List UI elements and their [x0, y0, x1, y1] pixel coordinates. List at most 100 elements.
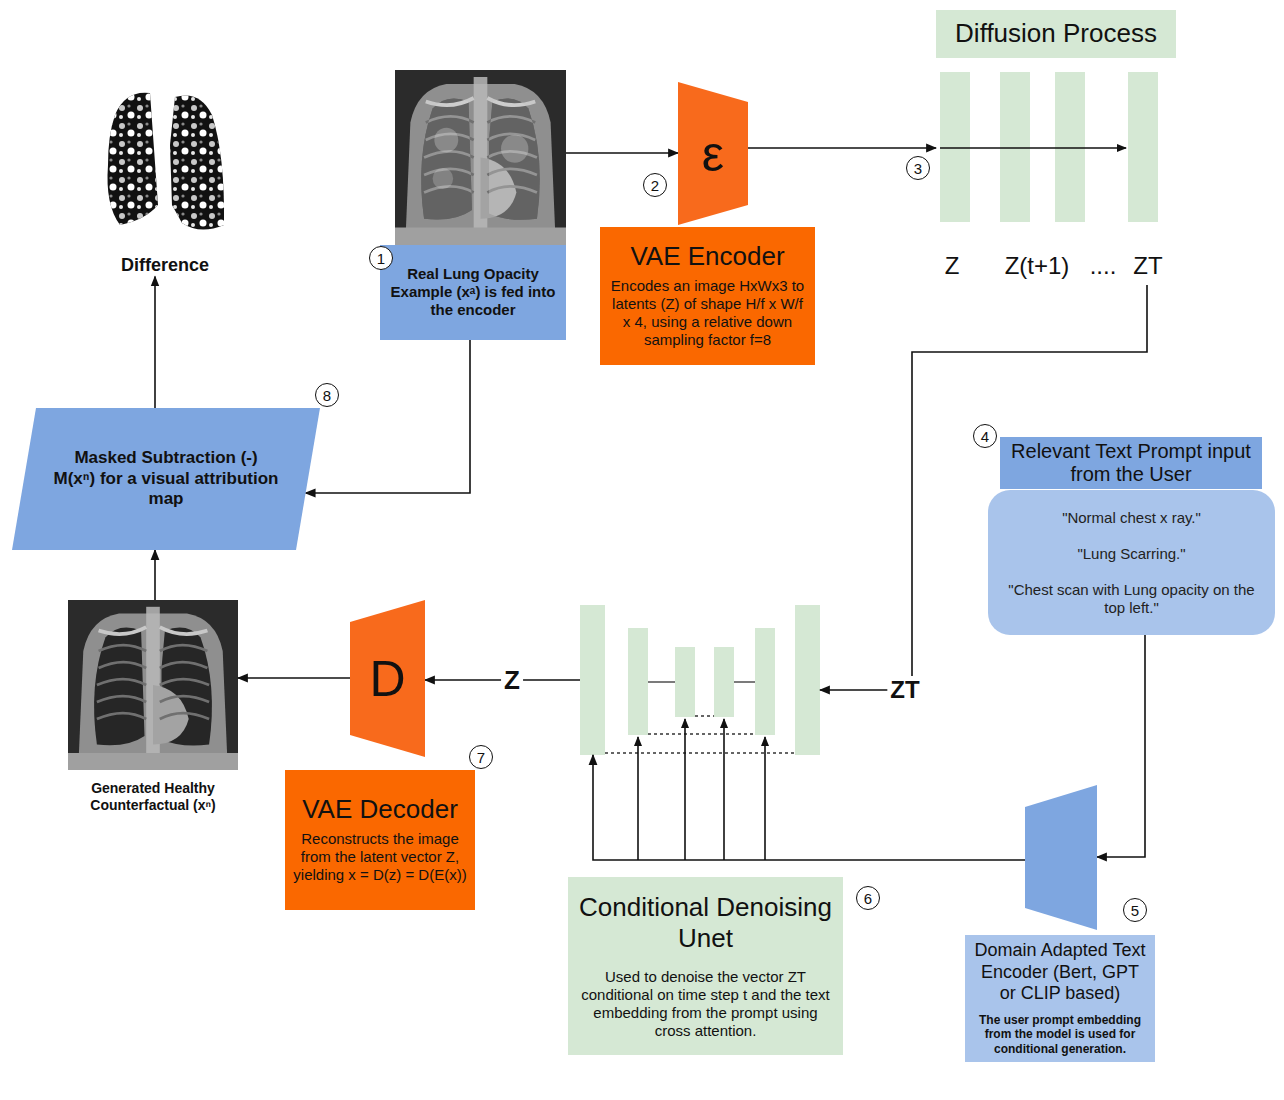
box-heading: VAE Decoder: [293, 794, 467, 825]
prompt-heading-box: Relevant Text Prompt input from the User: [1000, 437, 1262, 489]
trapezoid-outline: [350, 600, 425, 757]
box-heading: VAE Encoder: [608, 241, 807, 272]
connector-arrow: [566, 152, 678, 154]
edge-label: Z: [501, 665, 523, 696]
box-text: Real Lung Opacity Example (xᵃ) is fed in…: [388, 265, 558, 319]
text-panel: Domain Adapted Text Encoder (Bert, GPT o…: [965, 935, 1155, 1062]
callout-number: 6: [856, 886, 880, 910]
latent-label: ....: [1090, 252, 1117, 280]
connector-arrow: [238, 677, 350, 679]
cross-attention-arrows: [638, 719, 765, 860]
prompt-bubble: "Normal chest x ray.""Lung Scarring.""Ch…: [988, 490, 1275, 635]
connector-arrow: [306, 340, 470, 493]
text-encoder-group: Domain Adapted Text Encoder (Bert, GPT o…: [965, 785, 1155, 1062]
trapezoid-outline: [678, 82, 748, 225]
opacity-xray: [395, 70, 566, 245]
unet-blocks: [648, 733, 755, 734]
image-caption: Generated Healthy Counterfactual (xⁿ): [70, 780, 236, 814]
connector-arrow: [1097, 635, 1145, 857]
symbol-text: D: [369, 649, 405, 709]
text-panel: Conditional Denoising UnetUsed to denois…: [568, 877, 843, 1055]
cross-attention-arrows: [684, 719, 686, 860]
healthy-xray: [68, 600, 238, 770]
difference-image: Difference: [95, 85, 235, 277]
box-text: Masked Subtraction (-) M(xⁿ) for a visua…: [52, 448, 280, 509]
symbol-text: ε: [702, 124, 724, 184]
difference-map: [108, 93, 159, 225]
unet-blocks: [755, 628, 775, 735]
opacity-haze: [489, 98, 540, 219]
figure-area: [395, 70, 566, 245]
shape-outline: [1025, 785, 1097, 930]
output-image: Generated Healthy Counterfactual (xⁿ): [60, 600, 246, 814]
box-heading: Domain Adapted Text Encoder (Bert, GPT o…: [973, 940, 1147, 1005]
unet-blocks: [605, 752, 795, 753]
latent-label: Z: [945, 252, 960, 280]
decoder-trapezoid: D: [350, 600, 425, 757]
difference-map: [108, 93, 225, 230]
figure-area: [1025, 785, 1097, 930]
figure-area: [100, 85, 230, 245]
diffusion-bars: [1128, 72, 1158, 222]
box-body: Used to denoise the vector ZT conditiona…: [578, 968, 833, 1040]
opacity-haze: [421, 98, 472, 219]
box-heading: Diffusion Process: [942, 18, 1170, 49]
opacity-haze: [421, 98, 540, 219]
callout-number: 2: [643, 173, 667, 197]
callout-number: 7: [469, 745, 493, 769]
box-body: Reconstructs the image from the latent v…: [293, 830, 467, 884]
diffusion-bars: [1055, 72, 1085, 222]
opacity-haze: [433, 168, 454, 189]
diffusion-group: Diffusion Process: [936, 10, 1176, 285]
callout-number: 3: [906, 156, 930, 180]
image-caption: Difference: [95, 255, 235, 277]
encoder-note-box: VAE EncoderEncodes an image HxWx3 to lat…: [600, 227, 815, 365]
unet-group: Conditional Denoising UnetUsed to denois…: [568, 605, 843, 1055]
unet-blocks: [734, 681, 755, 682]
box-body: The user prompt embedding from the model…: [973, 1013, 1147, 1056]
unet-blocks: [695, 715, 714, 716]
callout-number: 5: [1123, 898, 1147, 922]
diffusion-bars: [1000, 72, 1030, 222]
difference-map: [108, 93, 159, 225]
figure-area: [68, 600, 238, 770]
box-body: Encodes an image HxWx3 to latents (Z) of…: [608, 277, 807, 349]
prompt-text: "Lung Scarring.": [1000, 545, 1263, 563]
difference-map: [170, 95, 224, 229]
box-heading: Conditional Denoising Unet: [578, 892, 833, 954]
callout-number: 4: [973, 424, 997, 448]
subtraction-parallelogram: Masked Subtraction (-) M(xⁿ) for a visua…: [12, 408, 320, 550]
cross-attention-arrows: [637, 737, 639, 860]
healthy-xray: [68, 600, 238, 770]
difference-map: [170, 95, 224, 229]
trapezoid-outline: [1025, 785, 1097, 930]
unet-blocks: [675, 647, 695, 717]
text-panel: Real Lung Opacity Example (xᵃ) is fed in…: [380, 245, 566, 340]
connector-arrow: [593, 755, 1025, 860]
text-panel: Diffusion Process: [936, 10, 1176, 58]
edge-label: ZT: [887, 676, 922, 704]
decoder-note-box: VAE DecoderReconstructs the image from t…: [285, 770, 475, 910]
unet-blocks: [628, 628, 648, 735]
callout-number: 8: [315, 383, 339, 407]
opacity-xray: [395, 70, 566, 245]
connector-arrow: [154, 550, 156, 600]
prompt-text: "Normal chest x ray.": [1000, 509, 1263, 527]
encoder-trapezoid: ε: [678, 82, 748, 225]
latent-label: Z(t+1): [1005, 252, 1070, 280]
diffusion-bars: [940, 72, 970, 222]
unet-blocks: [714, 647, 734, 717]
unet-blocks: [580, 605, 820, 755]
opacity-haze: [501, 135, 528, 163]
figure-area: [936, 58, 1176, 285]
unet-blocks: [648, 681, 675, 682]
box-heading: Relevant Text Prompt input from the User: [1006, 440, 1256, 486]
cross-attention-arrows: [723, 719, 725, 860]
diffusion-bars: [940, 72, 1158, 222]
connector-arrow: [748, 147, 936, 149]
figure-area: [580, 605, 820, 755]
latent-label: ZT: [1133, 252, 1162, 280]
text-panel: Generated Healthy Counterfactual (xⁿ): [60, 770, 246, 814]
parallelogram-outline: [12, 408, 320, 550]
